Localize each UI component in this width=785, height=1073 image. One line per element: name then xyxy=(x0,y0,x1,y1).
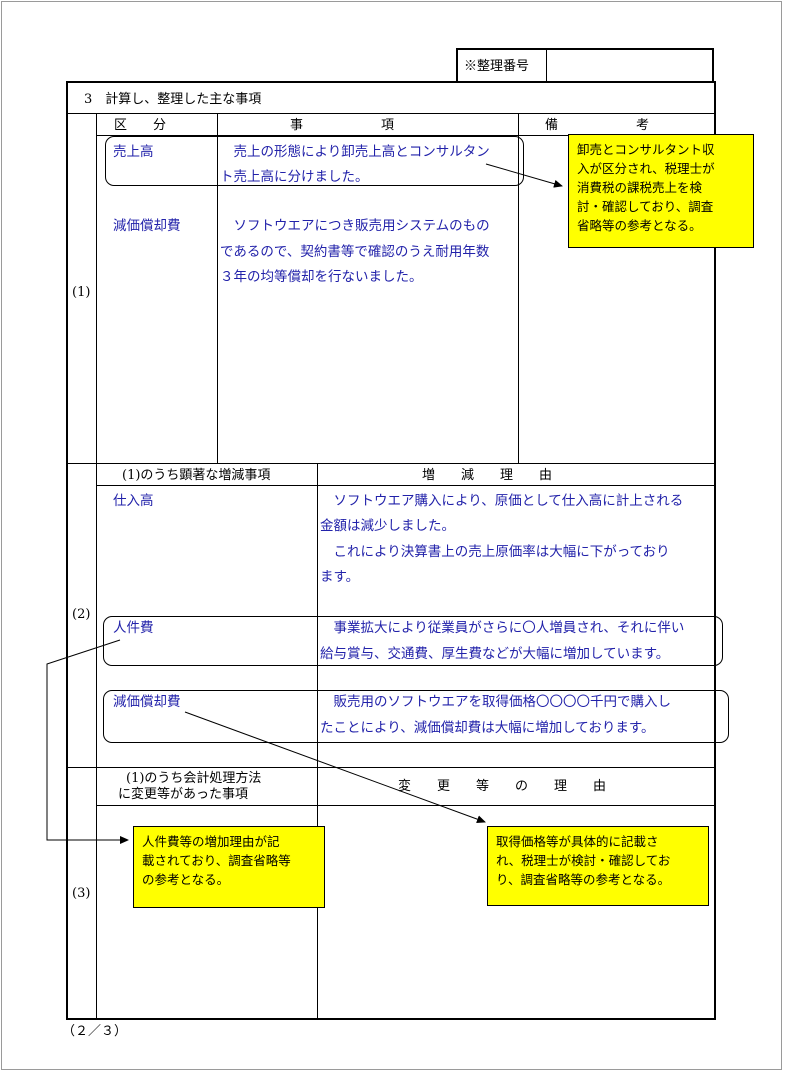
highlight-box-sales xyxy=(105,136,524,186)
p1-row2-category: 減価償却費 xyxy=(113,218,181,234)
p2-row2-line1: 事業拡大により従業員がさらに〇人増員され、それに伴い xyxy=(320,620,685,636)
p2-row1-line4: ます。 xyxy=(320,569,360,585)
p2-row1-line1: ソフトウエア購入により、原価として仕入高に計上される xyxy=(320,493,684,509)
p2-row1-category: 仕入高 xyxy=(113,493,154,509)
main-table xyxy=(66,81,716,1020)
p3-header-reason: 変 更 等 の 理 由 xyxy=(398,779,607,794)
page-number: （２／３） xyxy=(62,1024,128,1039)
p2-header-reason: 増 減 理 由 xyxy=(422,468,553,483)
p2-header-item: (1)のうち顕著な増減事項 xyxy=(122,468,271,483)
p2-row1-line3: これにより決算書上の売上原価率は大幅に下がっており xyxy=(320,544,670,560)
highlight-box-personnel xyxy=(103,616,723,666)
p2-row3-line2: たことにより、減価償却費は大幅に増加しております。 xyxy=(320,720,655,736)
p1-row1-line1: 売上の形態により卸売上高とコンサルタン xyxy=(220,144,490,160)
p2-row2-category: 人件費 xyxy=(113,620,154,636)
ref-number-box xyxy=(456,48,714,82)
p1-row1-line2: ト売上高に分けました。 xyxy=(220,169,369,185)
p1-row2-line1: ソフトウエアにつき販売用システムのもの xyxy=(220,218,490,234)
p1-header-remarks: 備 考 xyxy=(545,118,650,133)
p1-header-item: 事 項 xyxy=(290,118,395,133)
note-personnel: 人件費等の増加理由が記 載されており、調査省略等 の参考となる。 xyxy=(133,826,325,908)
p1-row1-category: 売上高 xyxy=(113,144,154,160)
part1-label: (1) xyxy=(72,285,91,300)
note-depreciation: 取得価格等が具体的に記載さ れ、税理士が検討・確認してお り、調査省略等の参考と… xyxy=(487,826,709,906)
p2-row3-category: 減価償却費 xyxy=(113,694,181,710)
p2-row2-line2: 給与賞与、交通費、厚生費などが大幅に増加しています。 xyxy=(320,646,670,662)
part2-label: (2) xyxy=(72,607,91,622)
section-title: 3 計算し、整理した主な事項 xyxy=(84,92,262,107)
ref-divider xyxy=(546,48,547,82)
ref-number-label: ※整理番号 xyxy=(464,59,530,74)
p2-row3-line1: 販売用のソフトウエアを取得価格〇〇〇〇千円で購入し xyxy=(320,694,671,710)
p3-header-item-2: に変更等があった事項 xyxy=(118,787,249,802)
p1-header-category: 区 分 xyxy=(114,118,167,133)
p3-header-item-1: (1)のうち会計処理方法 xyxy=(126,771,262,786)
part3-label: (3) xyxy=(72,886,91,901)
p2-row1-line2: 金額は減少しました。 xyxy=(320,518,455,534)
note-sales: 卸売とコンサルタント収 入が区分され、税理士が 消費税の課税売上を検 討・確認し… xyxy=(568,134,754,248)
highlight-box-depreciation xyxy=(103,690,729,743)
p1-row2-line2: であるので、契約書等で確認のうえ耐用年数 xyxy=(220,244,490,260)
p1-row2-line3: ３年の均等償却を行ないました。 xyxy=(220,269,423,285)
